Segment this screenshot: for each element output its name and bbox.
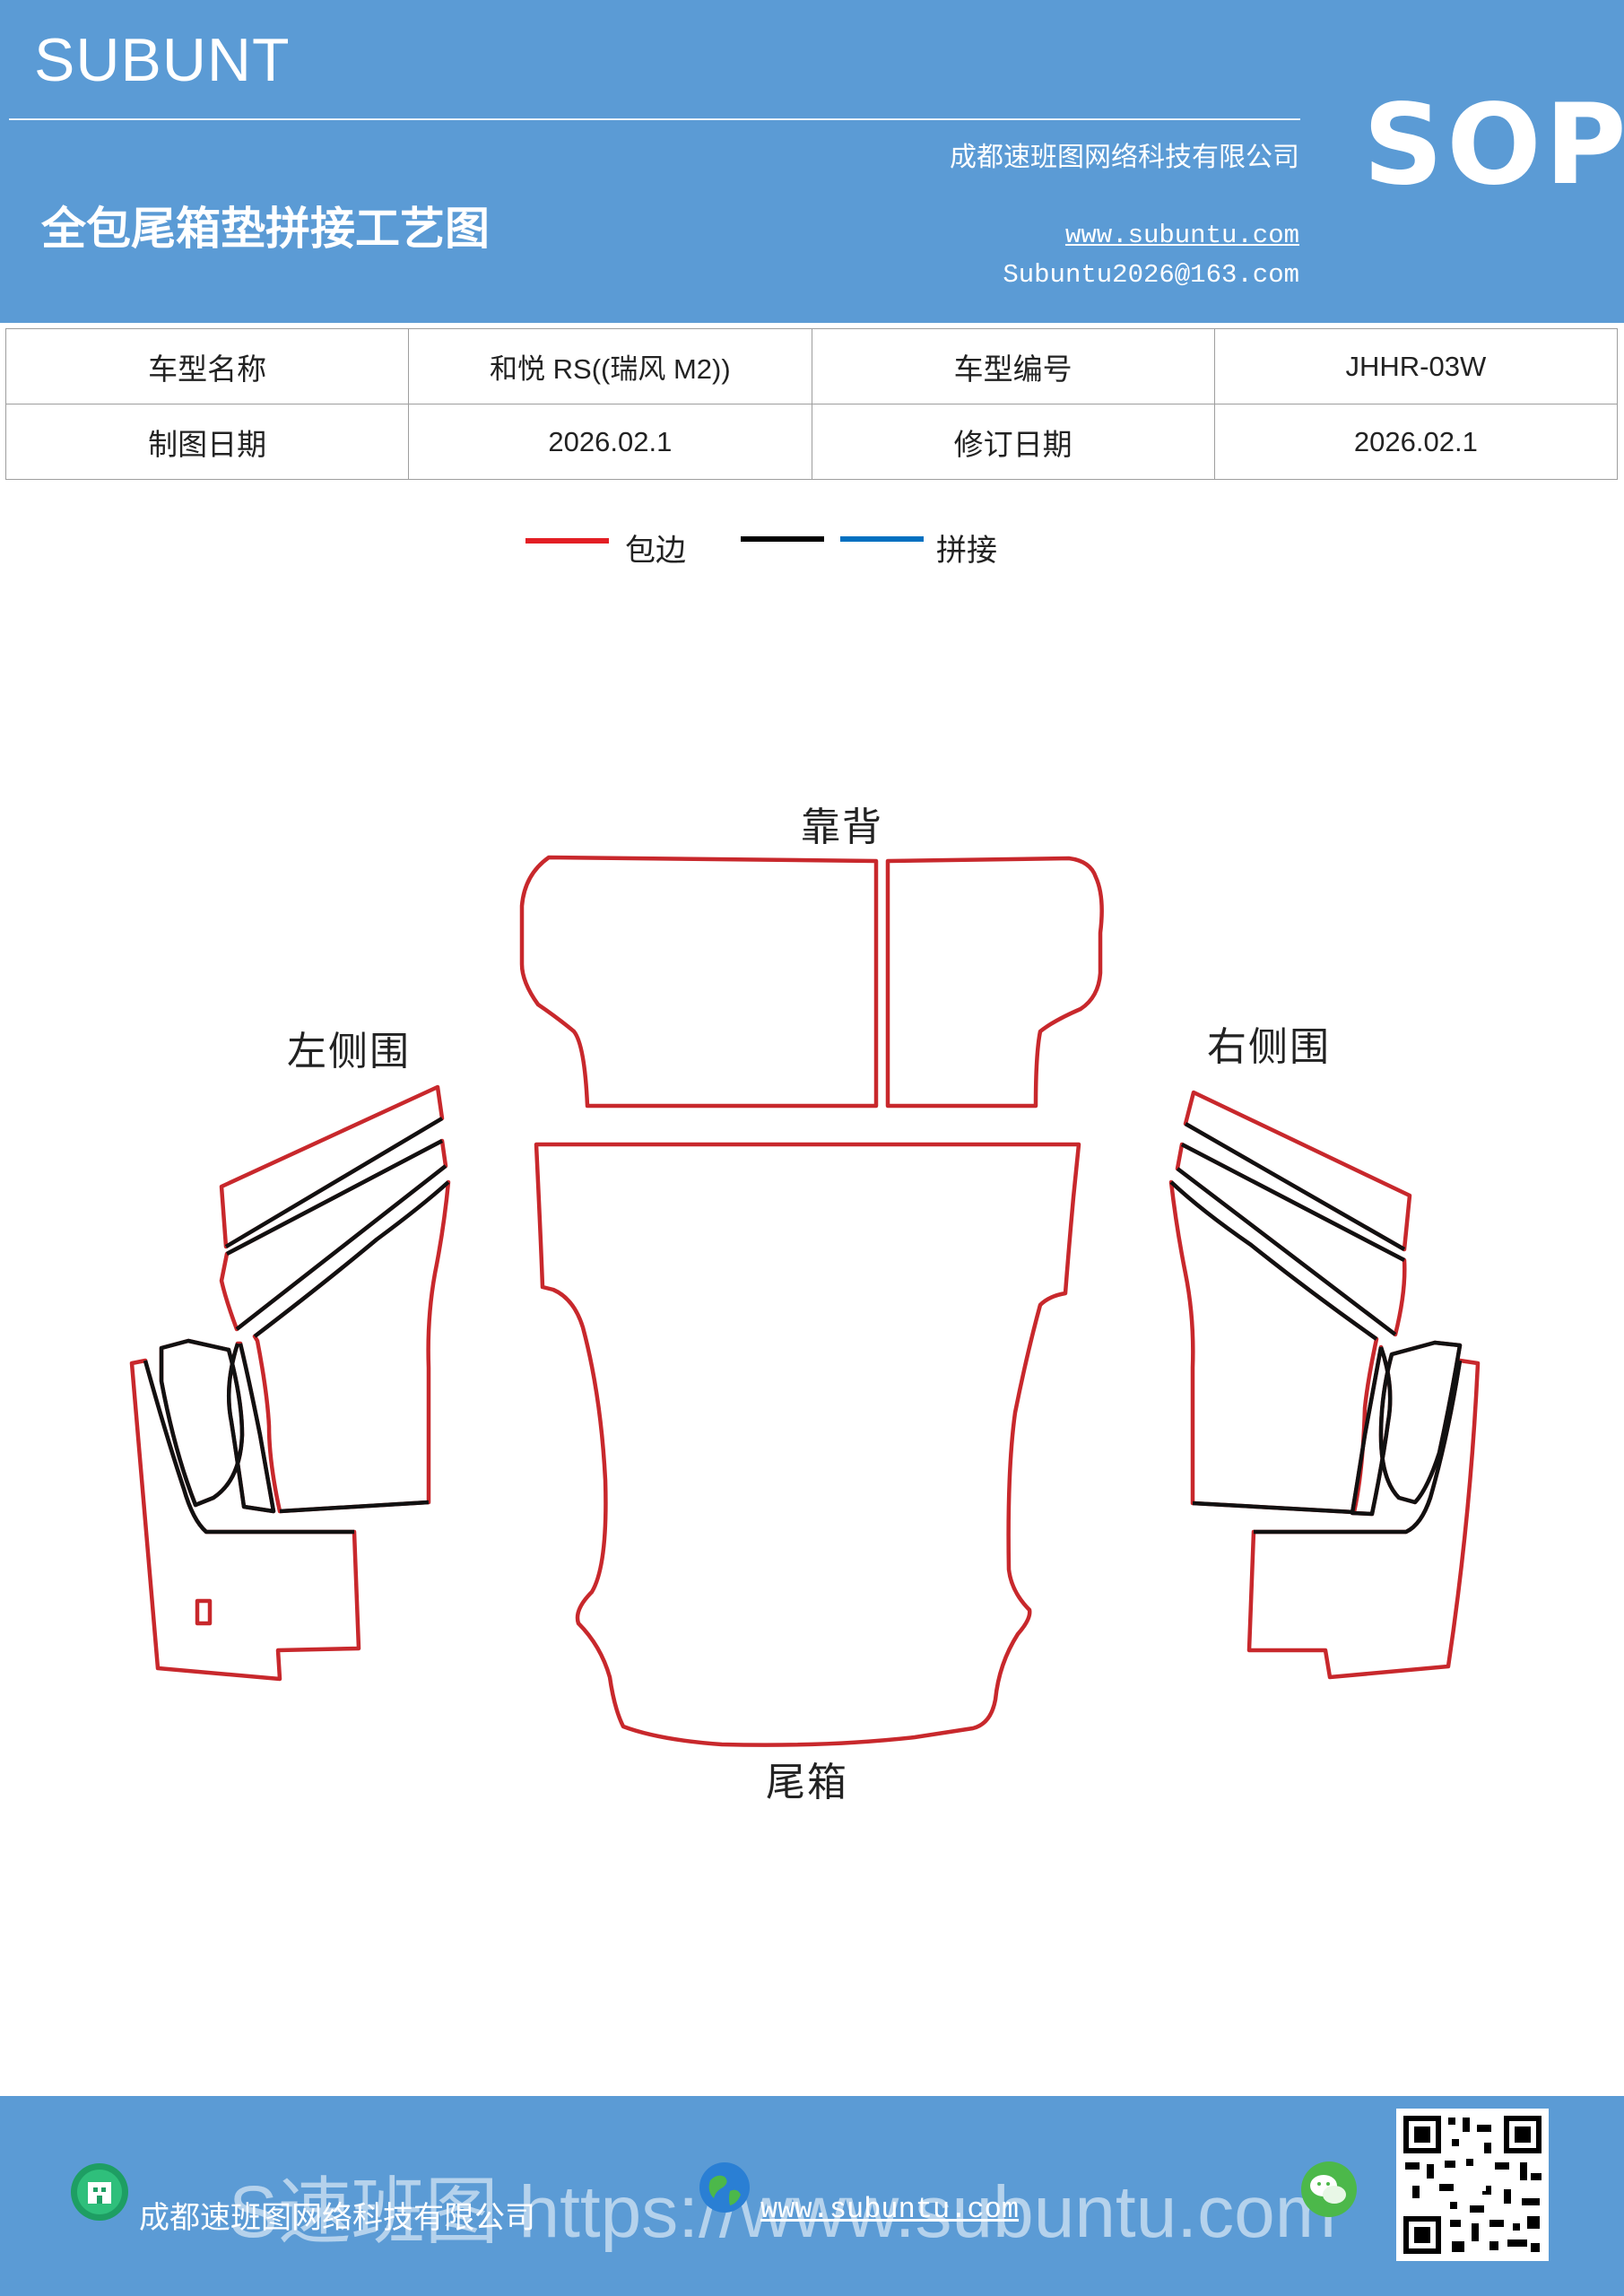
model-name-value: 和悦 RS((瑞风 M2)) — [408, 328, 812, 404]
company-name: 成都速班图网络科技有限公司 — [950, 142, 1299, 173]
backrest-left-piece — [519, 855, 879, 1109]
website-link[interactable]: www.subuntu.com — [1064, 221, 1299, 250]
backrest-label: 靠背 — [801, 804, 883, 850]
brand-name: SUBUNT — [34, 26, 291, 94]
trunk-floor-piece — [534, 1142, 1081, 1747]
left-seam-strip-2a — [225, 1139, 444, 1256]
legend-join-label: 拼接 — [936, 533, 997, 569]
footer-banner: S速班图 https://www.subuntu.com 成都速班图网络科技有限… — [0, 2096, 1624, 2296]
qr-code-icon[interactable] — [1396, 2109, 1549, 2261]
building-icon — [71, 2163, 128, 2221]
header-divider — [9, 118, 1300, 120]
left-seam-lower-top — [143, 1360, 354, 1535]
legend-join-black-swatch — [741, 536, 824, 542]
right-seam-lower-top — [1254, 1360, 1463, 1535]
header-banner: SUBUNT 全包尾箱垫拼接工艺图 成都速班图网络科技有限公司 www.subu… — [0, 0, 1624, 323]
backrest-right-piece — [885, 856, 1104, 1109]
right-seam-strip-2a — [1180, 1143, 1406, 1262]
legend-join-blue-swatch — [840, 536, 924, 542]
drawing-date-value: 2026.02.1 — [408, 404, 812, 480]
info-table: 车型名称 和悦 RS((瑞风 M2)) 车型编号 JHHR-03W 制图日期 2… — [4, 328, 1619, 480]
model-code-label: 车型编号 — [811, 328, 1215, 404]
left-seam-panel-bottom — [279, 1500, 430, 1514]
wechat-icon — [1301, 2161, 1357, 2217]
left-seam-small-a — [227, 1343, 276, 1514]
model-name-label: 车型名称 — [4, 328, 410, 404]
right-side-strip-1 — [1183, 1090, 1412, 1252]
revision-date-value: 2026.02.1 — [1213, 404, 1619, 480]
legend-edge-swatch — [525, 538, 609, 544]
document-title: 全包尾箱垫拼接工艺图 — [41, 203, 490, 255]
legend-edge-label: 包边 — [625, 533, 686, 569]
sop-badge: SOP — [1363, 81, 1624, 210]
table-row: 车型名称 和悦 RS((瑞风 M2)) 车型编号 JHHR-03W — [4, 328, 1619, 404]
trunk-label: 尾箱 — [766, 1760, 848, 1805]
footer-company-name: 成都速班图网络科技有限公司 — [139, 2200, 535, 2236]
footer-website-link[interactable]: www.subuntu.com — [760, 2193, 1020, 2226]
left-seam-small-b — [159, 1338, 245, 1508]
right-seam-small-a — [1350, 1346, 1393, 1517]
right-seam-strip-1 — [1184, 1122, 1406, 1251]
model-code-value: JHHR-03W — [1213, 328, 1619, 404]
right-seam-panel-main — [1169, 1180, 1378, 1341]
right-seam-strip-2b — [1176, 1167, 1397, 1336]
email-address[interactable]: Subuntu2026@163.com — [1003, 260, 1299, 290]
right-side-strip-2 — [1175, 1142, 1407, 1337]
globe-icon — [699, 2162, 750, 2213]
right-seam-small-b — [1378, 1340, 1463, 1505]
table-row: 制图日期 2026.02.1 修订日期 2026.02.1 — [4, 404, 1619, 480]
left-side-panel-small-a — [227, 1341, 276, 1514]
drawing-date-label: 制图日期 — [4, 404, 410, 480]
footer-watermark: S速班图 https://www.subuntu.com — [229, 2171, 1337, 2253]
left-side-strip-1 — [219, 1084, 445, 1249]
left-seam-strip-1 — [224, 1117, 444, 1248]
left-seam-panel-main — [253, 1180, 450, 1338]
left-seam-strip-2b — [235, 1164, 447, 1331]
left-side-vent-hole — [195, 1598, 213, 1626]
right-side-label: 右侧围 — [1207, 1024, 1331, 1070]
right-seam-panel-bottom — [1192, 1500, 1355, 1515]
revision-date-label: 修订日期 — [811, 404, 1215, 480]
left-side-label: 左侧围 — [287, 1029, 411, 1074]
left-side-panel-main — [252, 1179, 451, 1514]
